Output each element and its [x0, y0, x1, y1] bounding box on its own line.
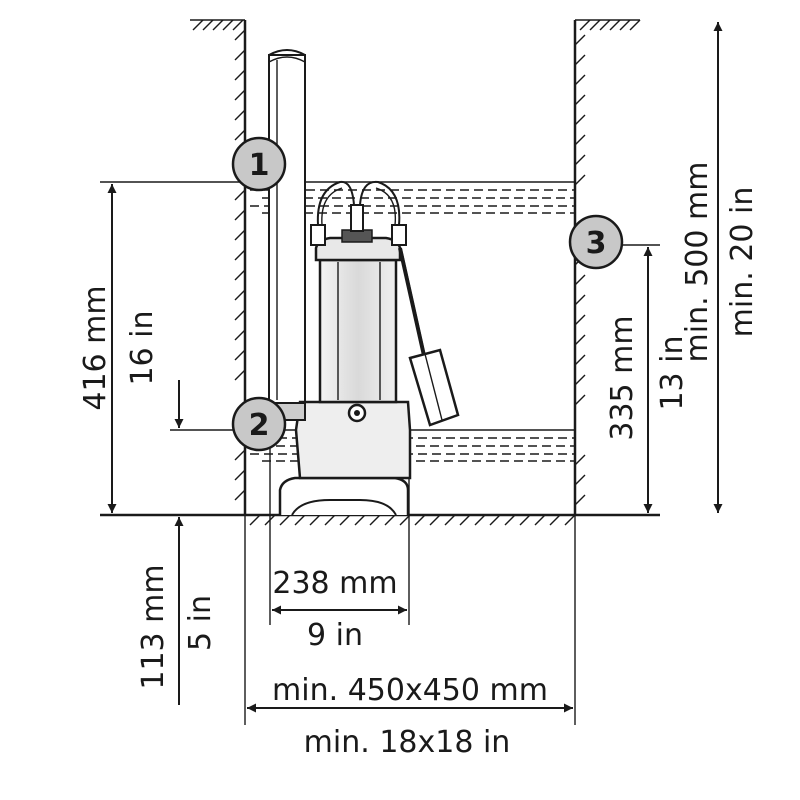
shaft-right-wall: [573, 19, 641, 515]
label-shaft-width-mm: min. 450x450 mm: [272, 673, 548, 708]
marker-1: 1: [231, 136, 287, 192]
lower-water-level: [245, 429, 575, 462]
label-shaft-width-in: min. 18x18 in: [304, 725, 511, 760]
pump: [270, 180, 412, 516]
marker-1-label: 1: [249, 148, 270, 183]
shaft-left-wall: [190, 19, 247, 515]
label-base-height-mm: 113 mm: [136, 564, 171, 689]
label-total-height-mm: 416 mm: [78, 285, 113, 410]
label-pump-width-mm: 238 mm: [272, 566, 397, 601]
label-total-height-in: 16 in: [125, 310, 160, 385]
float-switch: [398, 247, 460, 427]
label-pump-width-in: 9 in: [307, 618, 363, 653]
marker-3: 3: [568, 214, 624, 270]
marker-2: 2: [231, 396, 287, 452]
label-base-height-in: 5 in: [183, 595, 218, 651]
label-switch-height-in: 13 in: [655, 335, 690, 410]
shaft-floor: [100, 513, 660, 526]
marker-3-label: 3: [586, 226, 607, 261]
label-shaft-height-mm: min. 500 mm: [680, 162, 715, 363]
discharge-pipe: [268, 49, 306, 404]
label-shaft-height-in: min. 20 in: [725, 187, 760, 338]
label-switch-height-mm: 335 mm: [605, 315, 640, 440]
marker-2-label: 2: [249, 408, 270, 443]
